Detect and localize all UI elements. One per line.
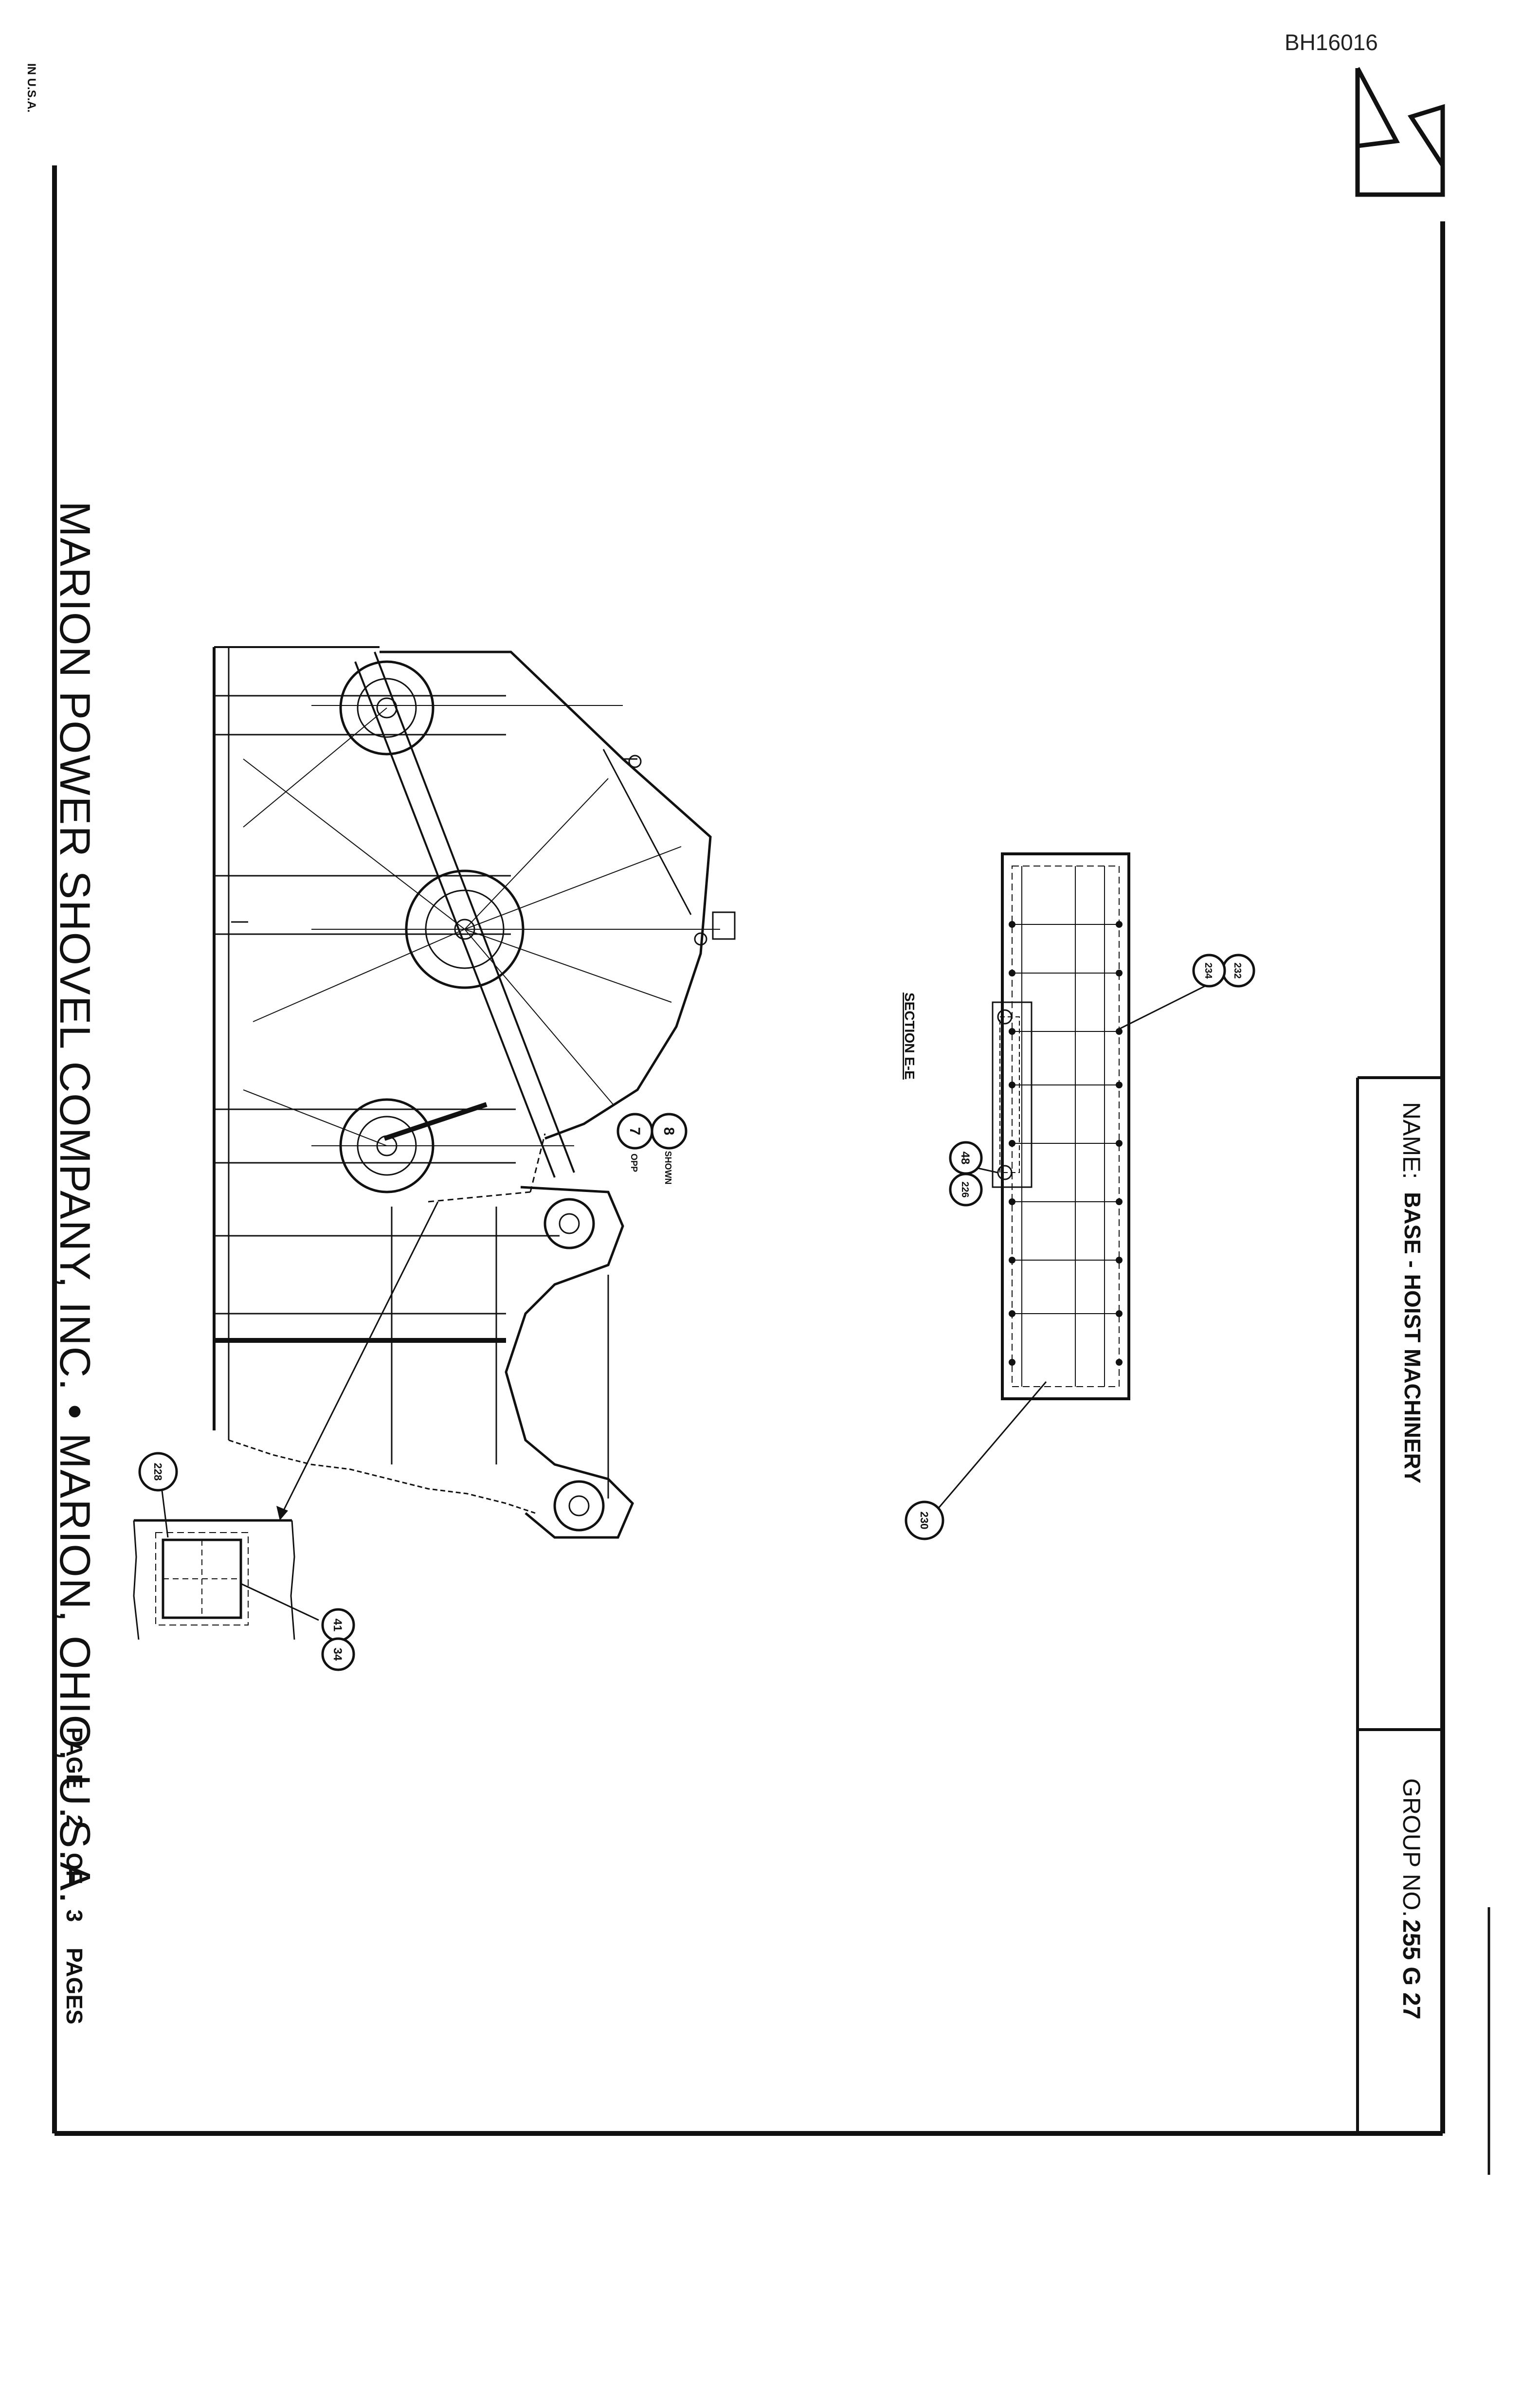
company-name: MARION POWER SHOVEL COMPANY, INC. • MARI… bbox=[51, 501, 99, 1905]
group-label: GROUP NO. bbox=[1398, 1778, 1425, 1917]
page-label: PAGE bbox=[62, 1727, 87, 1789]
of-label: OF bbox=[62, 1853, 87, 1884]
detail-view-228 bbox=[133, 1479, 319, 1640]
callout-232: 232 bbox=[1232, 962, 1243, 978]
callout-34: 34 bbox=[331, 1648, 344, 1661]
callout-226: 226 bbox=[960, 1181, 970, 1197]
callout-8: 8 bbox=[661, 1127, 677, 1136]
page-count: PAGE 2 OF 3 PAGES bbox=[61, 1727, 88, 2024]
callout-7-note: OPP bbox=[629, 1154, 639, 1172]
sheet-border bbox=[52, 165, 1490, 2175]
group-value: 255 G 27 bbox=[1398, 1919, 1425, 2020]
callout-7: 7 bbox=[627, 1127, 643, 1136]
page-total: 3 bbox=[62, 1909, 87, 1922]
pages-label: PAGES bbox=[62, 1948, 87, 2024]
callout-228: 228 bbox=[152, 1463, 164, 1481]
section-e-e-view bbox=[933, 852, 1227, 1514]
callout-labels: 8 SHOWN 7 OPP 48 226 232 234 230 228 41 … bbox=[152, 962, 1243, 1661]
callout-48: 48 bbox=[959, 1152, 972, 1165]
name-value: BASE - HOIST MACHINERY bbox=[1400, 1192, 1425, 1483]
section-label: SECTION E-E bbox=[902, 993, 917, 1080]
page-number: 2 bbox=[62, 1814, 87, 1827]
callouts bbox=[138, 954, 1255, 1671]
title-block bbox=[1356, 1076, 1443, 2133]
callout-41: 41 bbox=[331, 1619, 344, 1632]
logo-mark bbox=[1355, 67, 1445, 197]
callout-234: 234 bbox=[1203, 962, 1214, 979]
name-label: NAME: bbox=[1398, 1102, 1425, 1179]
callout-8-note: SHOWN bbox=[663, 1151, 673, 1185]
main-assembly-view bbox=[213, 646, 736, 1539]
document-id: BH16016 bbox=[1285, 30, 1378, 55]
edge-note: IN U.S.A. bbox=[25, 63, 38, 113]
callout-230: 230 bbox=[918, 1512, 930, 1530]
